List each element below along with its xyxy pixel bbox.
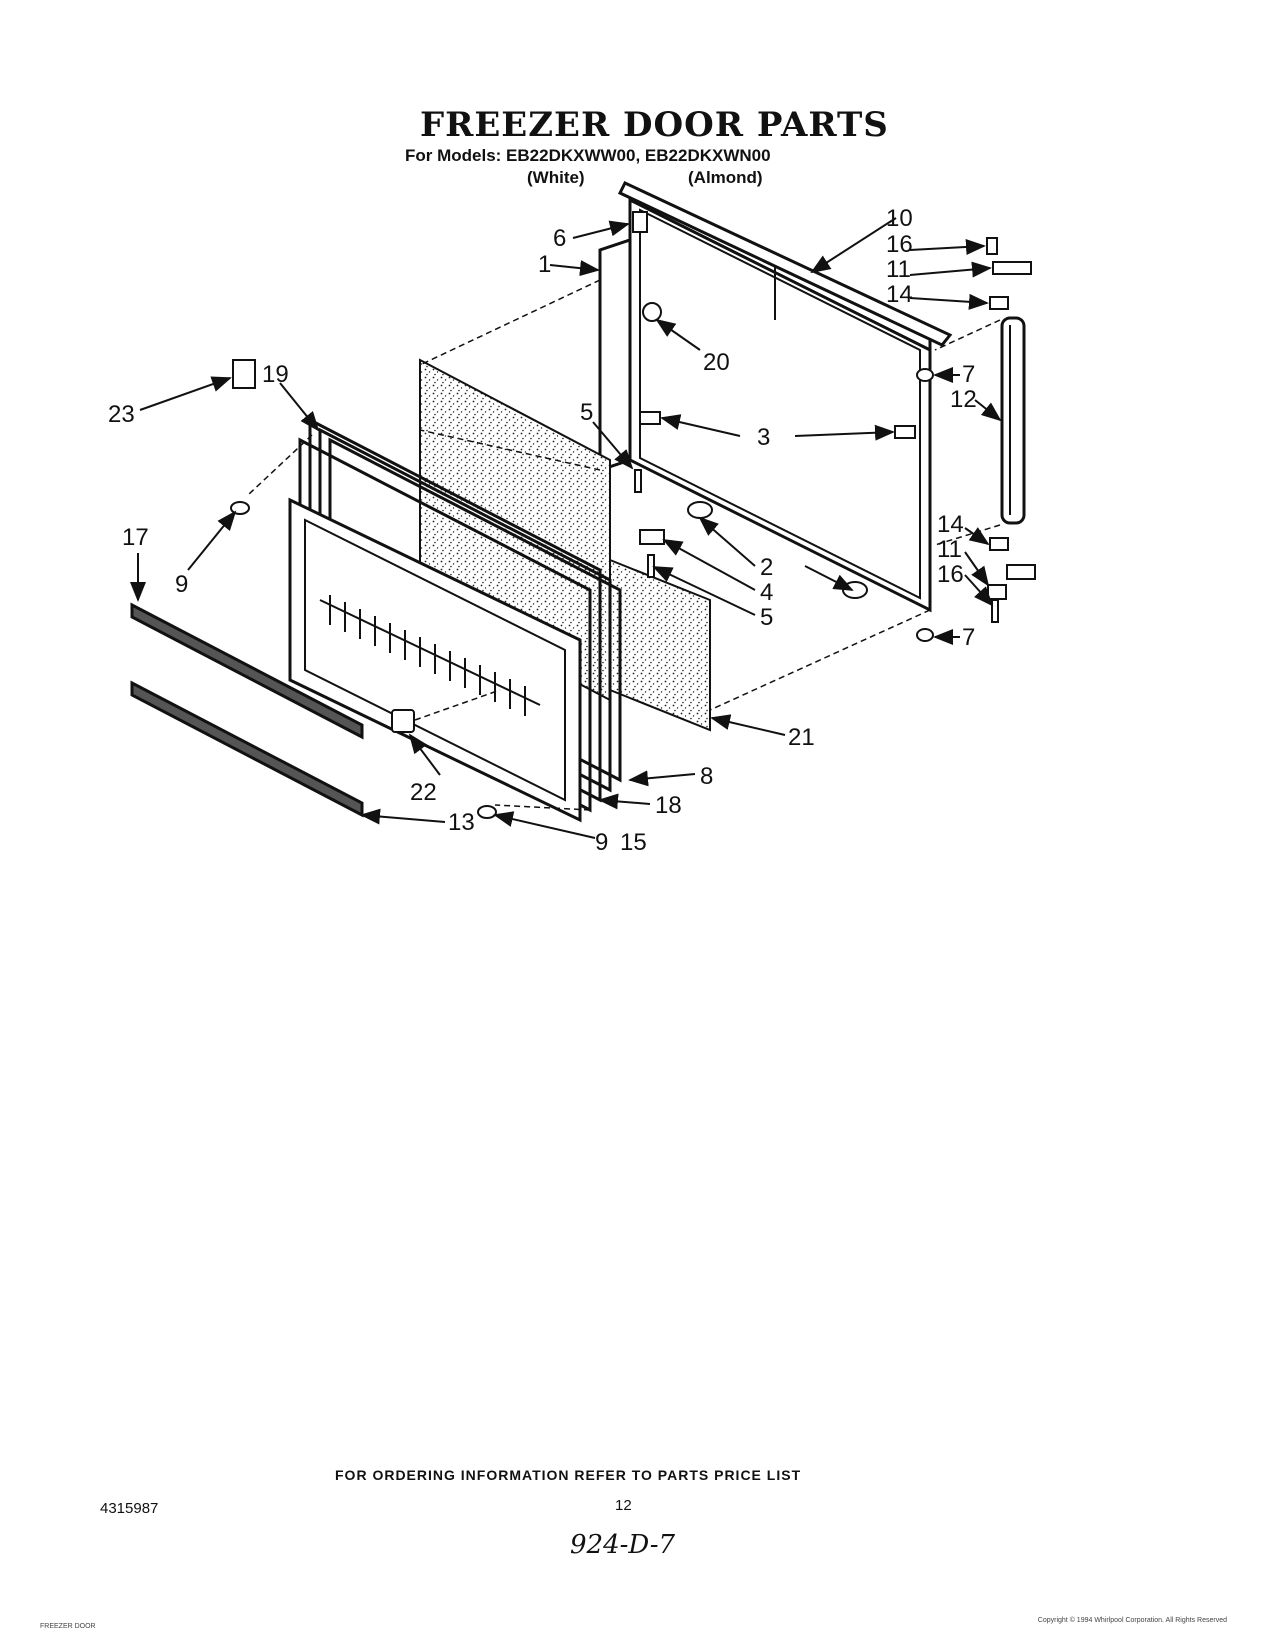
callout-leaders: [130, 217, 1002, 839]
callout-numbers: 6 1 20 5 3 2 4 5 21 8 18 9 15 13 22 9 23…: [108, 205, 977, 856]
assembly-lines: [247, 279, 1001, 811]
callout-7-upper: 7: [962, 361, 975, 388]
callout-5-lower: 5: [760, 604, 773, 631]
callout-12: 12: [950, 386, 977, 413]
callout-10: 10: [886, 205, 913, 232]
door-handle: [1000, 316, 1026, 525]
part-5-upper: [634, 469, 642, 493]
callout-3: 3: [757, 424, 770, 451]
part-16-upper: [986, 237, 998, 255]
callout-14-lower: 14: [937, 511, 964, 538]
callout-11-upper: 11: [886, 256, 911, 283]
callout-13: 13: [448, 809, 475, 836]
page-number: 12: [615, 1497, 632, 1514]
part-22: [391, 709, 415, 733]
part-5-lower: [647, 554, 655, 578]
callout-21: 21: [788, 724, 815, 751]
callout-22: 22: [410, 779, 437, 806]
part-9-lower: [477, 805, 497, 819]
models-line: For Models: EB22DKXWW00, EB22DKXWN00: [405, 146, 771, 165]
part-20: [642, 302, 662, 322]
callout-18: 18: [655, 792, 682, 819]
part-2-right: [842, 581, 868, 599]
color-almond-label: (Almond): [688, 168, 763, 187]
part-3-right: [894, 425, 916, 439]
part-14-lower: [989, 537, 1009, 551]
part-7-upper: [916, 368, 934, 382]
callout-20: 20: [703, 349, 730, 376]
part-6: [632, 211, 648, 233]
color-white-label: (White): [527, 168, 585, 187]
callout-7-lower: 7: [962, 624, 975, 651]
callout-8: 8: [700, 763, 713, 790]
callout-9-upper: 9: [175, 571, 188, 598]
callout-16-upper: 16: [886, 231, 913, 258]
part-23: [232, 359, 256, 389]
page-title: FREEZER DOOR PARTS: [420, 105, 889, 145]
callout-4: 4: [760, 579, 773, 606]
part-2-left: [687, 501, 713, 519]
part-16-lower-plate: [987, 584, 1007, 600]
callout-23: 23: [108, 401, 135, 428]
callout-9-lower: 9: [595, 829, 608, 856]
callout-17: 17: [122, 524, 149, 551]
callout-11-lower: 11: [937, 536, 962, 563]
callout-15: 15: [620, 829, 647, 856]
part-3-left: [639, 411, 661, 425]
callout-5-upper: 5: [580, 399, 593, 426]
part-14-upper: [989, 296, 1009, 310]
callout-16-lower: 16: [937, 561, 964, 588]
copyright-notice: Copyright © 1994 Whirlpool Corporation. …: [1037, 1617, 1227, 1624]
callout-14-upper: 14: [886, 281, 913, 308]
hardware-parts: [230, 211, 1036, 819]
top-trim-bar: [617, 181, 953, 347]
shelf-rail-upper: [130, 602, 364, 740]
part-number: 4315987: [100, 1500, 159, 1517]
callout-19: 19: [262, 361, 289, 388]
shelf-rail-lower: [130, 680, 364, 818]
part-16-lower-screw: [991, 599, 999, 623]
part-7-lower: [916, 628, 934, 642]
callout-6: 6: [553, 225, 566, 252]
callout-2: 2: [760, 554, 773, 581]
part-4: [639, 529, 665, 545]
part-11-lower: [1006, 564, 1036, 580]
footer-left-note: FREEZER DOOR: [40, 1623, 96, 1630]
liner-shelf-grid: [329, 595, 526, 716]
part-11-upper: [992, 261, 1032, 275]
handwritten-code: 924-D-7: [570, 1530, 676, 1560]
callout-1: 1: [538, 251, 551, 278]
ordering-info: FOR ORDERING INFORMATION REFER TO PARTS …: [335, 1467, 802, 1483]
